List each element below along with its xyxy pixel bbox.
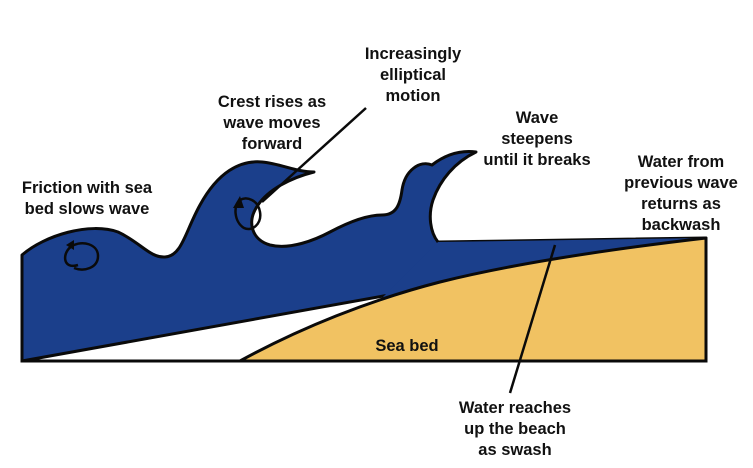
label-sea-bed: Sea bed	[375, 337, 439, 355]
label-swash: Water reaches up the beach as swash	[458, 399, 572, 459]
water-wave-shape	[20, 150, 708, 363]
label-elliptical-motion: Increasingly elliptical motion	[364, 45, 462, 105]
label-friction: Friction with sea bed slows wave	[21, 179, 153, 218]
base-outline	[20, 238, 708, 363]
label-crest-rises: Crest rises as wave moves forward	[217, 93, 327, 153]
swash-leader-line	[508, 244, 557, 394]
elliptical-leader-line	[261, 107, 367, 203]
label-wave-steepens: Wave steepens until it breaks	[483, 109, 591, 169]
label-backwash: Water from previous wave returns as back…	[624, 153, 738, 234]
sea-bed-shape	[238, 236, 708, 363]
backwash-water-layer	[380, 238, 706, 300]
elliptical-motion-arrow-icon	[233, 196, 262, 231]
circular-motion-arrow-icon	[64, 240, 100, 271]
